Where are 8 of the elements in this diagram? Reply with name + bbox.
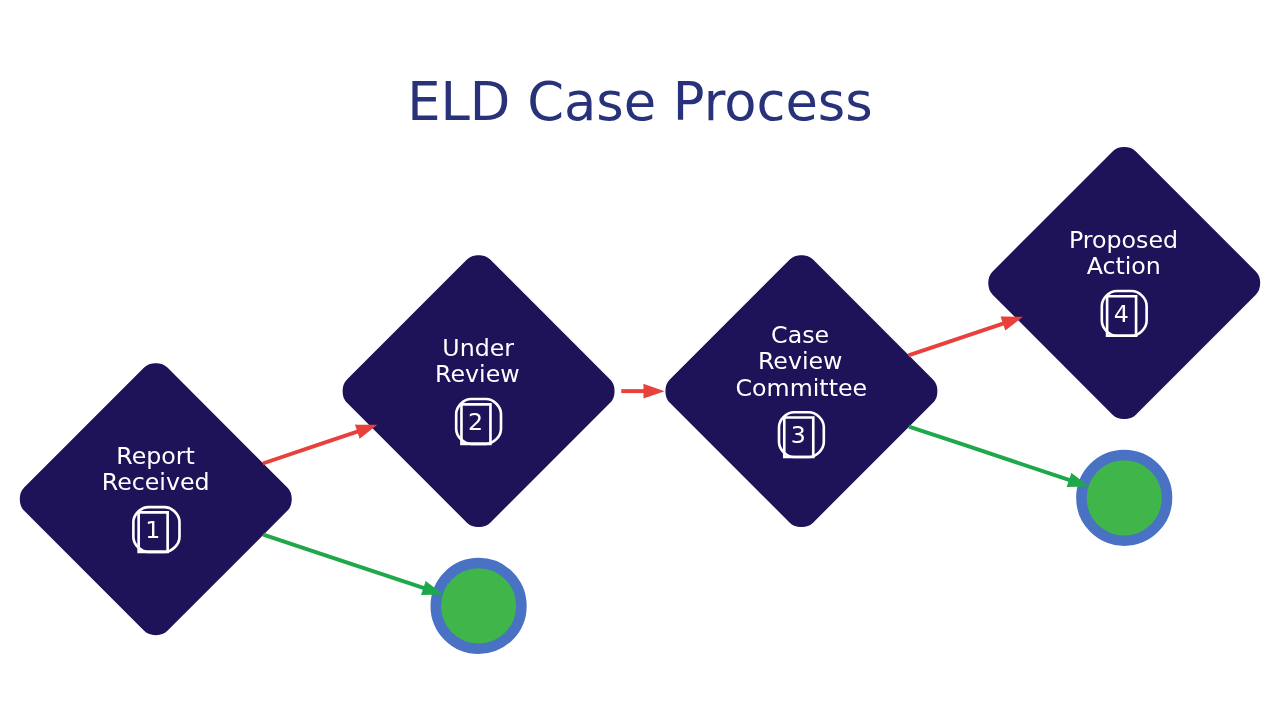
node-circle — [430, 557, 527, 654]
arrow — [621, 383, 665, 399]
arrow — [908, 424, 1090, 487]
node-circle — [1076, 449, 1173, 546]
arrow — [907, 316, 1023, 357]
diagram-title: ELD Case Process — [407, 70, 873, 132]
arrow — [262, 532, 444, 595]
arrow — [262, 424, 378, 465]
